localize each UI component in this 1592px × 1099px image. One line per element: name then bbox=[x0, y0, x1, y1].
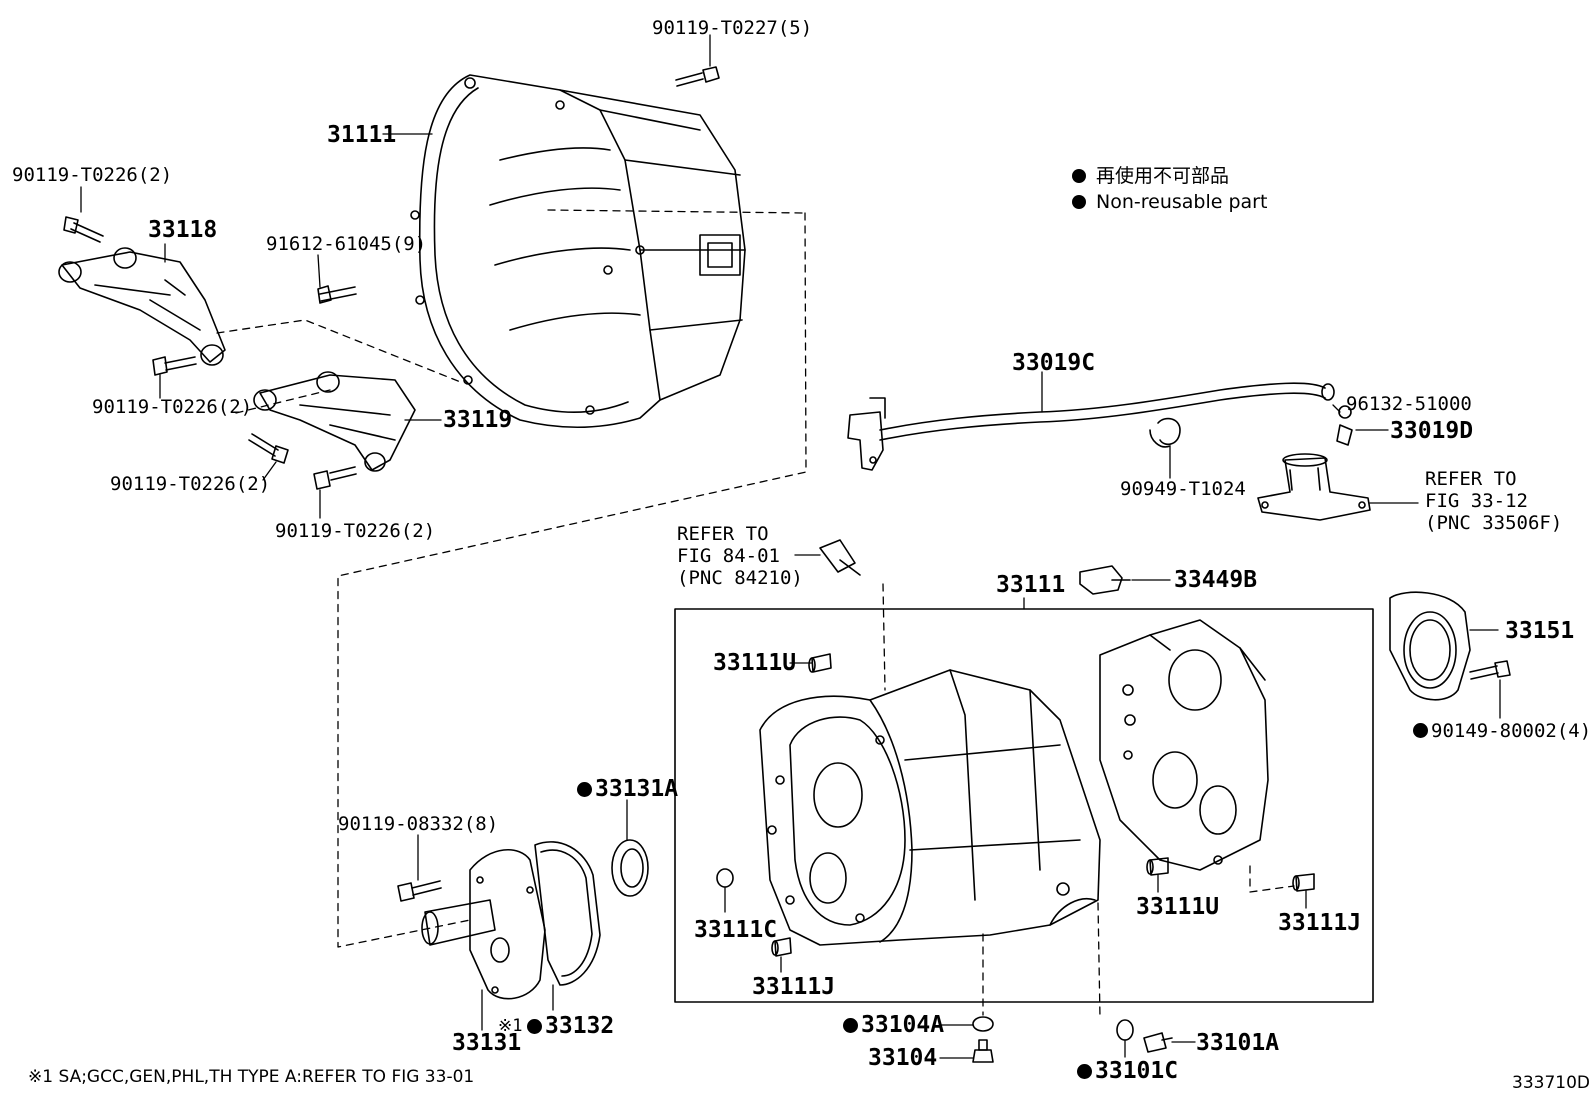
label-96132-51000[interactable]: 96132-51000 bbox=[1346, 393, 1472, 415]
hose-33019C bbox=[847, 382, 1335, 471]
bolt-90119-T0227 bbox=[675, 66, 720, 87]
cover-33151 bbox=[1389, 591, 1471, 701]
label-33111J-a[interactable]: 33111J bbox=[752, 974, 836, 1000]
gasket-33101C bbox=[1116, 1019, 1134, 1041]
clip-33449B bbox=[1079, 565, 1131, 595]
sensor-84210 bbox=[819, 539, 861, 576]
legend-item-en: Non-reusable part bbox=[1072, 189, 1267, 215]
gasket-33132 bbox=[534, 841, 601, 986]
label-90119-T0226-a[interactable]: 90119-T0226(2) bbox=[12, 164, 173, 186]
bracket-33118 bbox=[58, 247, 226, 366]
bolt-90119-T0226-c bbox=[248, 433, 289, 464]
label-31111[interactable]: 31111 bbox=[327, 122, 397, 148]
label-33111J-b[interactable]: 33111J bbox=[1278, 910, 1362, 936]
bolt-90119-T0226-b bbox=[152, 356, 197, 376]
gasket-33104A bbox=[972, 1016, 994, 1032]
label-90149-80002[interactable]: 90149-80002(4) bbox=[1413, 720, 1591, 742]
label-33118[interactable]: 33118 bbox=[148, 217, 218, 243]
transmission-case-33111 bbox=[759, 669, 1101, 946]
bullet-icon bbox=[1072, 195, 1086, 209]
leader-lines bbox=[80, 34, 1501, 1059]
bolt-90149-80002 bbox=[1469, 660, 1511, 680]
label-33019D[interactable]: 33019D bbox=[1390, 418, 1474, 444]
legend-item-jp: 再使用不可部品 bbox=[1072, 163, 1267, 189]
bolt-91612-61045 bbox=[317, 285, 357, 304]
bolt-90119-T0226-d bbox=[313, 466, 357, 490]
label-33104A[interactable]: 33104A bbox=[843, 1012, 944, 1038]
label-90949-T1024[interactable]: 90949-T1024 bbox=[1120, 478, 1246, 500]
bearing-retainer-33131 bbox=[421, 848, 546, 1000]
label-33101A[interactable]: 33101A bbox=[1196, 1030, 1280, 1056]
label-33151[interactable]: 33151 bbox=[1505, 618, 1575, 644]
label-90119-T0226-c[interactable]: 90119-T0226(2) bbox=[110, 473, 271, 495]
label-90119-T0227[interactable]: 90119-T0227(5) bbox=[652, 17, 813, 39]
oil-seal-33131A bbox=[611, 839, 649, 897]
clutch-housing-31111 bbox=[410, 74, 746, 429]
gasket-96132-51000 bbox=[1338, 405, 1352, 419]
clamp-90949-T1024 bbox=[1149, 417, 1181, 448]
clutch-release-cylinder bbox=[1257, 453, 1371, 521]
drawing-id: 333710D bbox=[1512, 1073, 1590, 1093]
plug-33101A bbox=[1143, 1032, 1173, 1053]
dowel-33111U-a bbox=[808, 653, 832, 673]
label-90119-08332[interactable]: 90119-08332(8) bbox=[338, 813, 499, 835]
label-91612-61045[interactable]: 91612-61045(9) bbox=[266, 233, 427, 255]
bullet-icon bbox=[1072, 169, 1086, 183]
fitting-33019D bbox=[1336, 424, 1353, 446]
plug-33111C bbox=[716, 868, 734, 888]
label-refer-fig-84-01[interactable]: REFER TO FIG 84-01 (PNC 84210) bbox=[677, 523, 803, 589]
label-33131A[interactable]: 33131A bbox=[577, 776, 678, 802]
bolt-90119-08332 bbox=[397, 880, 442, 902]
label-33449B[interactable]: 33449B bbox=[1174, 567, 1258, 593]
bracket-33119 bbox=[253, 371, 416, 472]
footnote: ※1 SA;GCC,GEN,PHL,TH TYPE A:REFER TO FIG… bbox=[28, 1067, 475, 1087]
label-33111C[interactable]: 33111C bbox=[694, 917, 778, 943]
extension-housing-plate bbox=[1099, 619, 1269, 871]
label-33101C[interactable]: 33101C bbox=[1077, 1058, 1178, 1084]
label-33019C[interactable]: 33019C bbox=[1012, 350, 1096, 376]
dowel-33111J-b bbox=[1292, 873, 1315, 892]
bolt-90119-T0226-a bbox=[63, 216, 104, 243]
label-33104[interactable]: 33104 bbox=[868, 1045, 938, 1071]
label-33111[interactable]: 33111 bbox=[996, 572, 1066, 598]
label-33131[interactable]: 33131 bbox=[452, 1030, 522, 1056]
label-33132-note-mark: ※1 bbox=[498, 1016, 523, 1036]
label-90119-T0226-d[interactable]: 90119-T0226(2) bbox=[275, 520, 436, 542]
dashed-guide-lines bbox=[216, 209, 1295, 1019]
label-90119-T0226-b[interactable]: 90119-T0226(2) bbox=[92, 396, 253, 418]
plug-33104 bbox=[972, 1039, 994, 1063]
legend: 再使用不可部品 Non-reusable part bbox=[1072, 163, 1267, 215]
label-33111U-a[interactable]: 33111U bbox=[713, 650, 797, 676]
label-33111U-b[interactable]: 33111U bbox=[1136, 894, 1220, 920]
label-33119[interactable]: 33119 bbox=[443, 407, 513, 433]
dowel-33111J-a bbox=[771, 937, 792, 957]
label-refer-fig-33-12[interactable]: REFER TO FIG 33-12 (PNC 33506F) bbox=[1425, 468, 1563, 534]
dowel-33111U-b bbox=[1146, 857, 1169, 876]
label-33132[interactable]: 33132 bbox=[527, 1013, 614, 1039]
